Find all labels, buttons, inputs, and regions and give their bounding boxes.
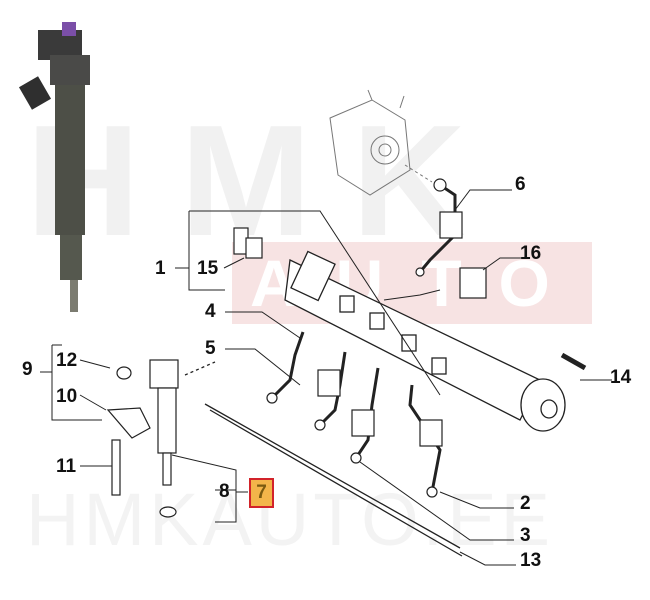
callout-9: 9 [22,359,33,380]
callout-3: 3 [520,525,531,546]
pressure-sensor [233,227,263,259]
return-line [184,361,463,557]
callout-12: 12 [56,350,78,371]
callout-10: 10 [56,386,78,407]
callout-11: 11 [56,456,77,477]
pipe-connectors [266,178,487,498]
leader-lines [40,189,612,566]
callout-6: 6 [515,174,526,195]
callout-5: 5 [205,338,216,359]
callout-16: 16 [520,243,542,264]
callout-1: 1 [155,258,166,279]
callout-15: 15 [197,258,219,279]
callout-13: 13 [520,550,542,571]
pump-drawing [329,89,433,196]
callout-7-highlighted[interactable]: 7 [249,478,274,508]
callout-8: 8 [219,481,230,502]
fuel-rail [284,250,566,432]
callout-14: 14 [610,367,632,388]
callout-4: 4 [205,301,216,322]
injector-photo [18,22,90,312]
callout-2: 2 [520,493,531,514]
injector-drawing [106,352,587,518]
